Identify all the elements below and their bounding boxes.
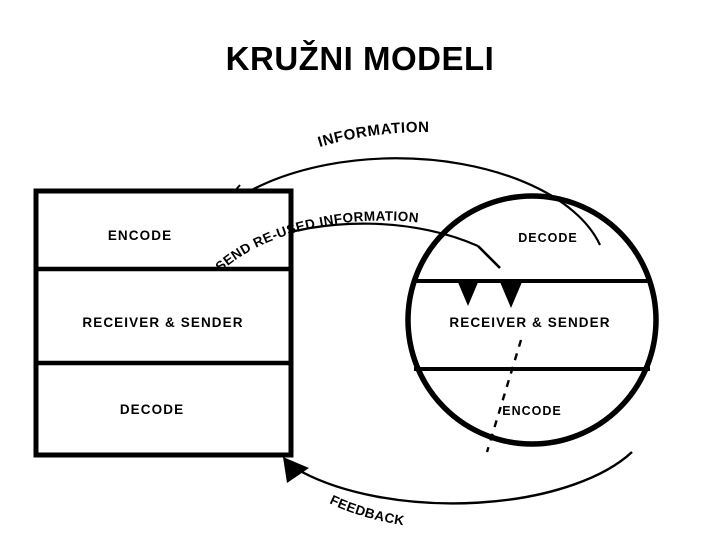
feedback-arc: [283, 451, 633, 505]
reused-information-arrowhead: [457, 280, 479, 306]
sender-section-decode-label: DECODE: [120, 402, 184, 417]
receiver-circle-outline[interactable]: [405, 193, 659, 447]
page-title: KRUŽNI MODELI: [225, 40, 495, 77]
sender-section-receiver-sender-label: RECEIVER & SENDER: [82, 315, 243, 330]
receiver-section-receiver-sender-label: RECEIVER & SENDER: [449, 315, 610, 330]
receiver-section-decode-label: DECODE: [518, 231, 577, 245]
feedback-arrowhead: [283, 457, 309, 483]
encode-feed-dashed-line: [485, 339, 523, 453]
information-arrowhead: [500, 282, 522, 308]
sender-rectangle-outline[interactable]: [33, 188, 294, 458]
receiver-circle[interactable]: DECODE RECEIVER & SENDER ENCODE: [405, 193, 659, 453]
information-arc-label: INFORMATION: [316, 119, 430, 151]
feedback-arc-label: FEEDBACK: [328, 492, 406, 528]
sender-rectangle[interactable]: ENCODE RECEIVER & SENDER DECODE: [33, 188, 294, 458]
sender-section-encode-label: ENCODE: [108, 228, 172, 243]
receiver-section-encode-label: ENCODE: [502, 404, 561, 418]
